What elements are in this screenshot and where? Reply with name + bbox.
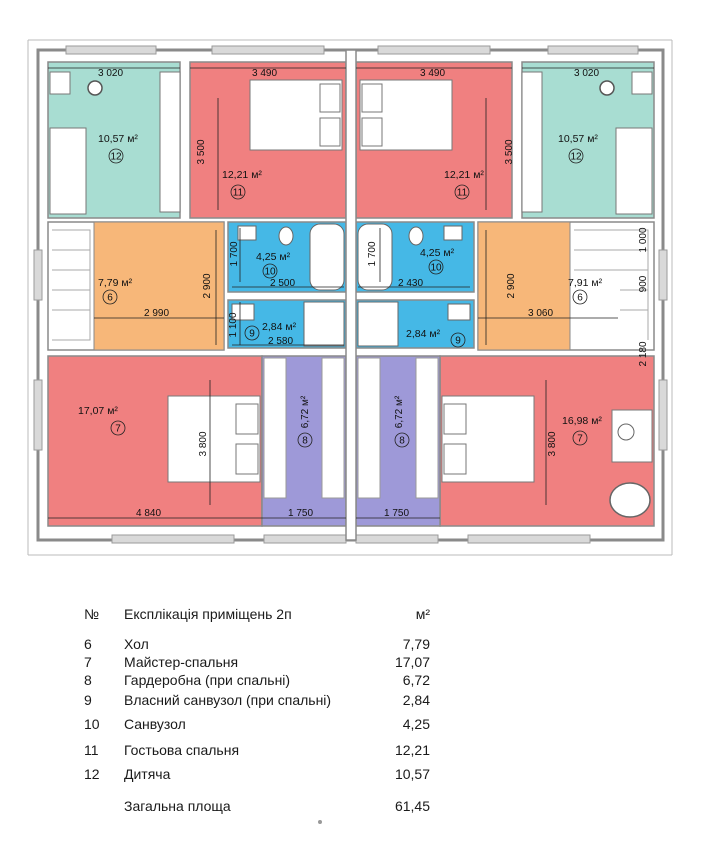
windows — [33, 45, 668, 544]
dim-v-master-right: 3 800 — [547, 431, 558, 456]
num-bath-left: 10 — [264, 267, 276, 278]
row-area: 2,84 — [402, 692, 430, 708]
dim-v-wc-left: 1 100 — [228, 312, 239, 337]
total-value: 61,45 — [394, 798, 430, 814]
dim-wardrobe-left-width: 1 750 — [288, 508, 313, 519]
num-wardrobe-left: 8 — [302, 436, 308, 447]
dim-stair-right-3: 2 180 — [638, 341, 649, 366]
row-area: 12,21 — [394, 742, 430, 758]
row-number: 6 — [84, 636, 92, 652]
dim-wardrobe-right-width: 1 750 — [384, 508, 409, 519]
table-row: 10 Санвузол 4,25 — [0, 716, 702, 736]
floor-plan-drawing: 3 020 3 490 3 490 3 020 3 500 3 500 1 70… — [27, 39, 673, 556]
area-bath-right: 4,25 м² — [420, 247, 455, 259]
dim-v-hall-right: 2 900 — [506, 273, 517, 298]
num-hall-right: 6 — [577, 293, 583, 304]
row-number: 12 — [84, 766, 100, 782]
dim-v-bath-left: 1 700 — [229, 241, 240, 266]
dim-wc-left-width: 2 580 — [268, 336, 293, 347]
dim-hall-right-width: 3 060 — [528, 308, 553, 319]
row-name: Гардеробна (при спальні) — [124, 672, 291, 688]
dim-v-right-bed: 3 500 — [504, 139, 515, 164]
area-wc-right: 2,84 м² — [406, 328, 441, 340]
row-area: 17,07 — [394, 654, 430, 670]
num-master-left: 7 — [115, 424, 121, 435]
dim-v-left-bed: 3 500 — [196, 139, 207, 164]
row-name: Гостьова спальня — [124, 742, 240, 758]
row-area: 7,79 — [402, 636, 430, 652]
area-wardrobe-left: 6,72 м² — [300, 395, 311, 428]
area-hall-right: 7,91 м² — [568, 277, 603, 289]
row-name: Санвузол — [124, 716, 186, 732]
table-row: 7 Майстер-спальня 17,07 — [0, 654, 702, 674]
area-wc-left: 2,84 м² — [262, 321, 297, 333]
row-number: 7 — [84, 654, 92, 670]
row-number: 11 — [84, 742, 99, 758]
num-wardrobe-right: 8 — [399, 436, 405, 447]
page-dot — [318, 820, 322, 824]
area-master-right: 16,98 м² — [562, 415, 602, 427]
row-number: 9 — [84, 692, 92, 708]
num-guest-left: 11 — [233, 188, 244, 199]
dim-stair-right-2: 900 — [638, 275, 649, 292]
room-hall-left — [93, 221, 225, 351]
num-child-left: 12 — [110, 152, 122, 163]
row-area: 10,57 — [394, 766, 430, 782]
dim-v-hall-left: 2 900 — [202, 273, 213, 298]
dim-top-left-outer: 3 020 — [98, 68, 123, 79]
row-area: 4,25 — [402, 716, 430, 732]
floor-plan: 3 020 3 490 3 490 3 020 3 500 3 500 1 70… — [27, 39, 673, 556]
num-hall-left: 6 — [107, 293, 113, 304]
num-guest-right: 11 — [457, 188, 468, 199]
dim-top-right-inner: 3 490 — [420, 68, 445, 79]
area-child-left: 10,57 м² — [98, 133, 138, 145]
row-name: Дитяча — [124, 766, 171, 782]
dim-v-master-left: 3 800 — [198, 431, 209, 456]
num-bath-right: 10 — [430, 263, 442, 274]
num-wc-right: 9 — [455, 336, 461, 347]
dim-master-left-width: 4 840 — [136, 508, 161, 519]
table-row: 12 Дитяча 10,57 — [0, 766, 702, 786]
dim-bath-left-width: 2 500 — [270, 278, 295, 289]
num-master-right: 7 — [577, 434, 583, 445]
num-wc-left: 9 — [249, 329, 255, 340]
table-title: Експлікація приміщень 2п — [124, 606, 292, 622]
table-row: 6 Хол 7,79 — [0, 636, 702, 656]
dim-stair-right-1: 1 000 — [638, 227, 649, 252]
row-name: Хол — [124, 636, 149, 652]
table-header-number: № — [84, 606, 100, 622]
dim-hall-left-width: 2 990 — [144, 308, 169, 319]
stairs — [52, 229, 649, 341]
area-guest-left: 12,21 м² — [222, 169, 262, 181]
party-wall — [345, 49, 357, 541]
table-row: 8 Гардеробна (при спальні) 6,72 — [0, 672, 702, 692]
dim-bath-right-width: 2 430 — [398, 278, 423, 289]
table-row: 11 Гостьова спальня 12,21 — [0, 742, 702, 762]
area-master-left: 17,07 м² — [78, 405, 118, 417]
room-hall-right — [477, 221, 571, 351]
row-area: 6,72 — [402, 672, 430, 688]
area-hall-left: 7,79 м² — [98, 277, 133, 289]
dim-top-left-inner: 3 490 — [252, 68, 277, 79]
area-wardrobe-right: 6,72 м² — [394, 395, 405, 428]
row-name: Майстер-спальня — [124, 654, 239, 670]
row-number: 8 — [84, 672, 92, 688]
area-child-right: 10,57 м² — [558, 133, 598, 145]
num-child-right: 12 — [570, 152, 582, 163]
table-row: 9 Власний санвузол (при спальні) 2,84 — [0, 692, 702, 712]
dim-v-bath-right: 1 700 — [367, 241, 378, 266]
table-header-unit: м² — [415, 606, 430, 622]
dim-top-right-outer: 3 020 — [574, 68, 599, 79]
row-number: 10 — [84, 716, 100, 732]
row-name: Власний санвузол (при спальні) — [124, 692, 332, 708]
area-bath-left: 4,25 м² — [256, 251, 291, 263]
total-label: Загальна площа — [124, 798, 231, 814]
area-guest-right: 12,21 м² — [444, 169, 484, 181]
